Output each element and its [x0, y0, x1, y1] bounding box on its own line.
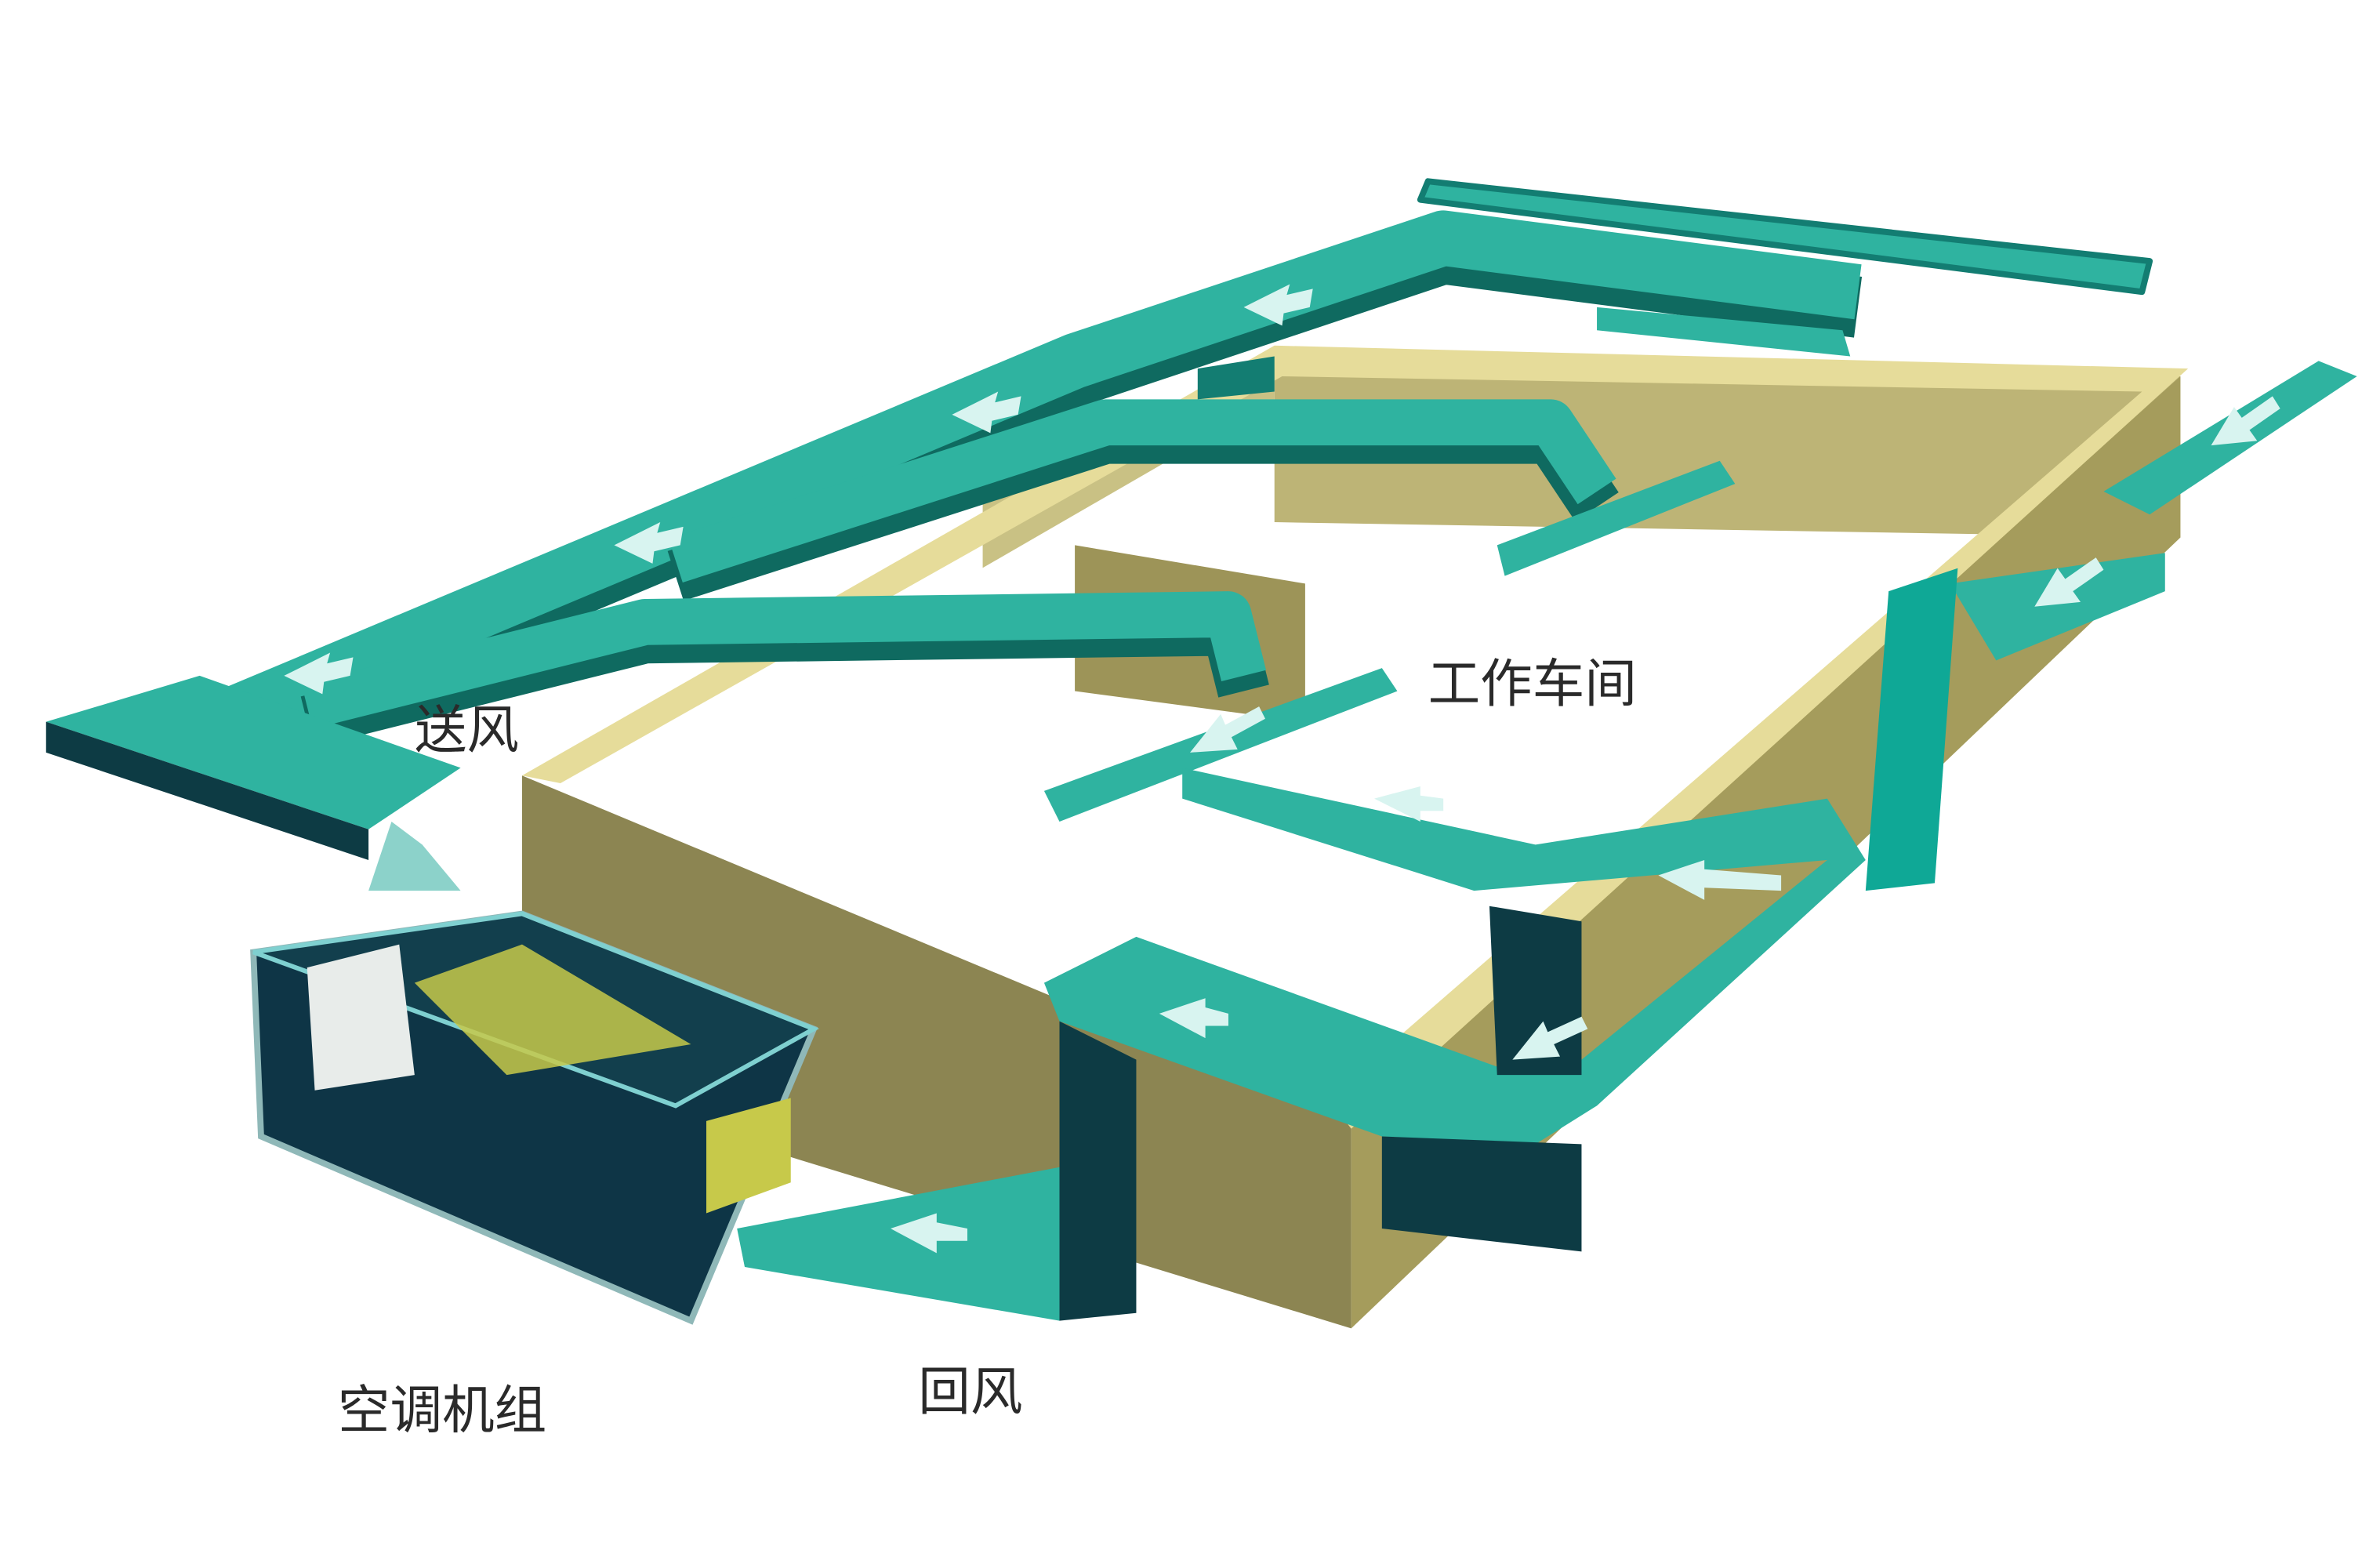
arrow-icon	[1374, 786, 1444, 822]
arrow-icon	[1243, 284, 1313, 326]
workshop-label: 工作车间	[1428, 653, 1637, 714]
arrow-icon	[1512, 1016, 1588, 1060]
arrow-icon	[2034, 557, 2104, 607]
arrow-icon	[891, 1213, 967, 1254]
flow-arrows	[284, 284, 2280, 1254]
supply-air-label: 送风	[415, 699, 519, 760]
arrow-icon	[284, 652, 354, 695]
air-handling-unit	[250, 821, 819, 1325]
room-floor	[583, 399, 2135, 1106]
supply-duct	[45, 178, 2153, 860]
return-air-label: 回风	[918, 1361, 1022, 1422]
arrow-icon	[1658, 859, 1782, 900]
arrow-icon	[1190, 706, 1265, 753]
ahu-label: 空调机组	[338, 1380, 546, 1441]
arrow-icon	[614, 522, 684, 564]
arrow-icon	[1159, 998, 1228, 1039]
arrow-icon	[952, 391, 1021, 434]
room-front-wall	[521, 775, 1351, 1329]
room-top-rim	[521, 345, 2189, 1129]
arrow-icon	[2211, 396, 2280, 446]
